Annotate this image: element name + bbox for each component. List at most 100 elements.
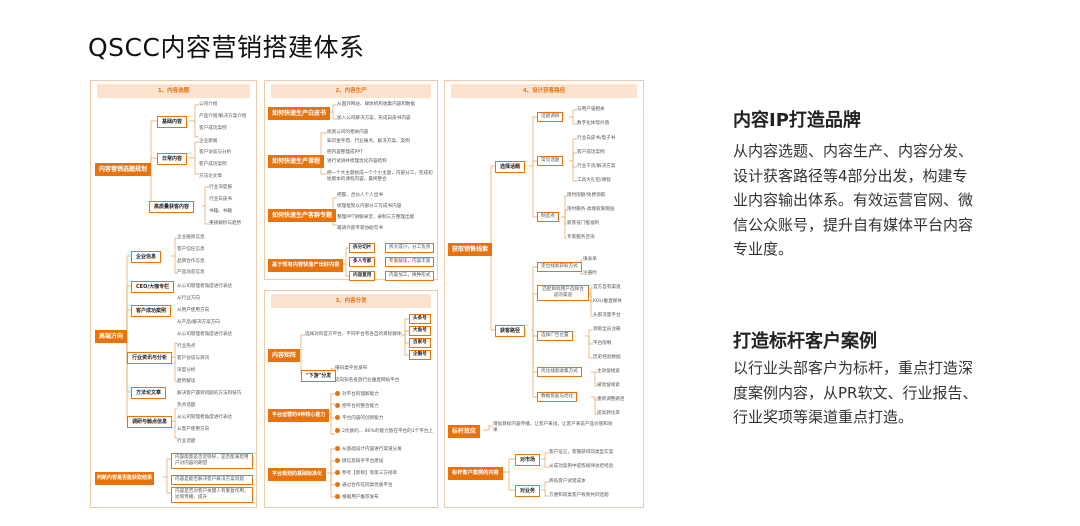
page-title: QSCC内容营销搭建体系 bbox=[88, 33, 365, 62]
sub-node: 制造点 bbox=[537, 212, 559, 222]
leaf: 通过合作在同类优质平台 bbox=[335, 482, 393, 489]
leaf: 知识金字塔、行业痛点、解决方案、案例 bbox=[327, 139, 410, 144]
leaf: 从行业方向 bbox=[177, 296, 200, 301]
tag-note: 拆大成小，分工负责 bbox=[385, 243, 435, 253]
leaf: 限时服务·高端权限赠送 bbox=[567, 207, 615, 212]
branch-industry-news: 行业资讯与分析 bbox=[127, 352, 173, 364]
ability: 把平台的整合能力 bbox=[342, 404, 379, 409]
leaf: 2优质的… 80%的能力放在平台的1个平台上 bbox=[335, 428, 435, 435]
tag-platform: 头条号 bbox=[409, 314, 431, 324]
note-box: 内容是能否解决客户解决方案问题 bbox=[171, 475, 253, 485]
bullet-icon bbox=[335, 494, 340, 499]
leaf: 重磅解析与趋势 bbox=[209, 221, 242, 226]
ability: 平台内容的创新能力 bbox=[342, 416, 384, 421]
leaf: 产品动态信息 bbox=[177, 270, 205, 275]
leaf: 平台限制 bbox=[593, 341, 612, 346]
leaf: KOL/垂直媒体 bbox=[593, 299, 622, 304]
panel-content-topic: 1、内容选题 内容营销选题规划 基础内容 日常内容 高质量获客内容 公司介绍 产… bbox=[90, 80, 257, 508]
leaf: 客户证言，客服获得同类型实案 bbox=[549, 450, 614, 455]
leaf: 微信及知乎平台建设 bbox=[335, 458, 383, 465]
leaf: 客户成功案例 bbox=[577, 150, 605, 155]
leaf: 选择对的官方平台，不同平台有各自的目标群体 bbox=[305, 332, 402, 337]
leaf: 头部流量平台 bbox=[593, 313, 621, 318]
ability: 2优质的… 80%的能力放在平台的1个平台上 bbox=[342, 429, 434, 434]
sub-node: 定位线索获取方式 bbox=[537, 262, 582, 272]
bullet-icon bbox=[335, 482, 340, 487]
leaf: 与用户强相关 bbox=[577, 107, 605, 112]
leaf: 找到公司的相关内容 bbox=[327, 130, 369, 135]
leaf: 降低客户试错成本 bbox=[549, 479, 586, 484]
bullet-icon bbox=[335, 458, 340, 463]
leaf: 客户成功案例 bbox=[199, 162, 227, 167]
note-box: 内容是否对客户关键人有重复作用，达到传播、提升 bbox=[171, 487, 253, 503]
sub-node: 话题调研 bbox=[537, 112, 564, 122]
paragraph-benchmark-cases: 以行业头部客户为标杆，重点打造深度案例内容，从PR软文、行业报告、行业奖项等渠道… bbox=[733, 359, 978, 427]
leaf: 书籍、书籍 bbox=[209, 209, 232, 214]
leaf: 提高转化率 bbox=[597, 411, 620, 416]
branch-customer-cases: 客户成功案例 bbox=[131, 305, 172, 317]
leaf: 行业干货/解决方案 bbox=[577, 164, 616, 169]
leaf: 企业融资信息 bbox=[177, 235, 205, 240]
leaf: 对平台的理解能力 bbox=[335, 391, 379, 398]
leaf: 新客低门槛福利 bbox=[567, 221, 600, 226]
panel-2-head: 2、内容生产 bbox=[271, 84, 431, 98]
leaf: 整理PPT讲解录音，录制三方整理出版 bbox=[337, 215, 415, 220]
bullet-icon bbox=[335, 391, 340, 396]
leaf: 从公司管理者角度进行表达 bbox=[177, 332, 233, 337]
leaf: 方法论文章 bbox=[199, 174, 222, 179]
branch-research: 调研与触点信息 bbox=[127, 416, 173, 428]
leaf: 客户信任信息 bbox=[177, 247, 205, 252]
leaf: 主动留线索 bbox=[597, 369, 620, 374]
branch-topic: 选择话题 bbox=[495, 161, 526, 173]
tag-platform: 百家号 bbox=[409, 338, 431, 348]
leaf: 把一个大主题拆成一个个小主题，内部分工，完成初始版本的课程内容，最终整合 bbox=[327, 171, 433, 182]
leaf: 梳理框架以内部分工写成书内容 bbox=[337, 204, 402, 209]
heading-benchmark-cases: 打造标杆客户案例 bbox=[733, 331, 877, 352]
leaf: 从客户使用方向 bbox=[177, 427, 210, 432]
panel-4-head: 4、设计获客路径 bbox=[451, 84, 637, 98]
sub-node: 常见话题 bbox=[537, 156, 564, 166]
root-result-judgement: 判断内容是否能获取结果 bbox=[95, 472, 155, 485]
bullet-icon bbox=[335, 403, 340, 408]
leaf: 根据用户推荐发布 bbox=[335, 494, 379, 501]
leaf: 专家服务咨询 bbox=[567, 235, 595, 240]
leaf: 工具大礼包/课程 bbox=[577, 178, 611, 183]
leaf: 流向知名投放行业垂直网站平台 bbox=[335, 378, 400, 383]
leaf: 被动留线索 bbox=[597, 383, 620, 388]
tag-experts: 多人专家 bbox=[349, 257, 376, 267]
sub-node: 优化线索收集方式 bbox=[537, 367, 582, 377]
branch-quality-content: 高质量获客内容 bbox=[149, 201, 195, 213]
root-sales-leads: 获取销售线索 bbox=[448, 243, 493, 256]
tag-platform: 企鹅号 bbox=[409, 350, 431, 360]
leaf: 平台内容的创新能力 bbox=[335, 415, 383, 422]
branch-acquisition: 获客路径 bbox=[495, 325, 526, 337]
leaf: 行业话题 bbox=[177, 439, 196, 444]
leaf: 从产品/解决方案方向 bbox=[177, 320, 220, 325]
branch-downstream: "下游"分发 bbox=[301, 370, 337, 382]
root-content-matrix: 内容矩阵 bbox=[268, 349, 301, 362]
leaf: 增加目标内容传播、让客户来试，让客户来说产品价值和效果 bbox=[493, 422, 613, 433]
leaf: 产品介绍/解决方案介绍 bbox=[199, 114, 247, 119]
leaf: 方便和同类客户找到共同话题 bbox=[549, 493, 609, 498]
plan: 微信及知乎平台建设 bbox=[342, 459, 384, 464]
leaf: 趋势解读 bbox=[177, 379, 196, 384]
leaf: 参考【新榜】等第三方榜单 bbox=[335, 470, 397, 477]
leaf: 客户成功案例 bbox=[199, 126, 227, 131]
panel-acquisition-path: 4、设计获客路径 获取销售线索 选择话题 获客路径 话题调研 常见话题 制造点 … bbox=[444, 80, 644, 508]
branch-methodology: 方法论文章 bbox=[131, 387, 167, 399]
leaf: 行业热点 bbox=[177, 344, 196, 349]
tag-note: 专家解读，内容丰富 bbox=[385, 257, 435, 267]
root-reuse-content: 基于现有内容快速产出好内容 bbox=[268, 259, 344, 272]
root-core-abilities: 平台运营的4种核心能力 bbox=[268, 409, 330, 422]
leaf: 填表单 bbox=[583, 257, 597, 262]
root-benchmark: 标杆效应 bbox=[448, 425, 481, 438]
leaf: 从成功案例中提炼规律总结经验 bbox=[549, 464, 614, 469]
branch-company-info: 企业信息 bbox=[131, 251, 162, 263]
leaf: 企业新闻 bbox=[199, 139, 218, 144]
leaf: 行业白皮书/电子书 bbox=[577, 136, 616, 141]
leaf: 公司介绍 bbox=[199, 102, 218, 107]
panel-1-connectors bbox=[121, 104, 209, 494]
leaf: 官方自有渠道 bbox=[593, 285, 621, 290]
note-box: 内容能量是否足够好，是否能满足用户对内容的期望 bbox=[171, 453, 253, 469]
bullet-icon bbox=[335, 446, 340, 451]
